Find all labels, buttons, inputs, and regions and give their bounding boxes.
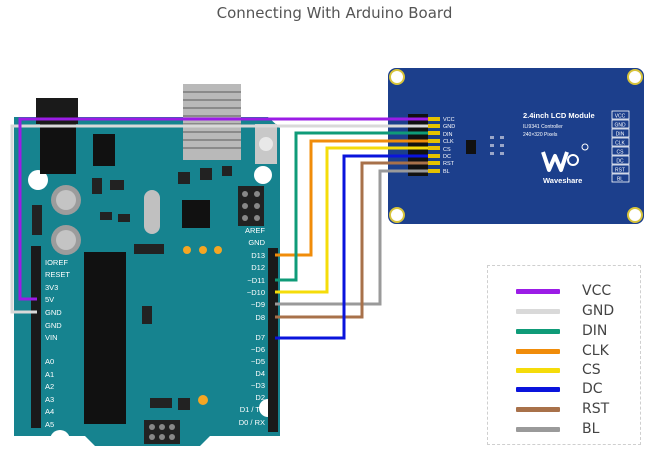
lcd-pin-label-dc: DC xyxy=(616,159,624,165)
legend-item-vcc: VCC xyxy=(516,282,611,300)
legend-swatch-rst xyxy=(516,406,560,412)
wire-cs xyxy=(275,146,428,294)
legend-swatch-dc xyxy=(516,386,560,392)
lcd-pins-left: VCC GND DIN CLK CS DC RST BL xyxy=(443,117,455,175)
arduino-board xyxy=(14,84,280,450)
lcd-pin-label-bl: BL xyxy=(617,177,623,183)
pin-d8: D8 xyxy=(255,313,265,322)
pin-d7: D7 xyxy=(255,333,265,342)
pin-d11: ~D11 xyxy=(247,276,265,285)
lcd-subtitle-controller: ILI9341 Controller xyxy=(523,124,563,130)
legend-item-dc: DC xyxy=(516,380,603,398)
wire-bl xyxy=(275,169,428,306)
pin-a1: A1 xyxy=(45,370,54,379)
pin-vin: VIN xyxy=(45,333,58,342)
legend-label-din: DIN xyxy=(582,323,608,339)
waveshare-logo xyxy=(541,143,589,172)
wire-gnd xyxy=(10,124,428,314)
legend-label-vcc: VCC xyxy=(582,283,612,299)
wire-rst xyxy=(275,161,428,319)
pin-d2: D2 xyxy=(255,393,265,402)
pin-gnd-2: GND xyxy=(45,321,62,330)
pin-aref: AREF xyxy=(245,226,265,235)
legend-label-dc: DC xyxy=(582,381,603,397)
pin-gnd-1: GND xyxy=(45,308,62,317)
lcd-subtitle-pixels: 240×320 Pixels xyxy=(523,132,558,138)
legend-item-clk: CLK xyxy=(516,342,609,360)
pin-d5: ~D5 xyxy=(251,357,265,366)
lcd-pin-rst: RST xyxy=(443,161,455,167)
pin-reset: RESET xyxy=(45,270,70,279)
lcd-pin-dc: DC xyxy=(443,154,451,160)
pin-d4: D4 xyxy=(255,369,265,378)
legend-item-rst: RST xyxy=(516,400,609,418)
pin-a5: A5 xyxy=(45,420,54,429)
lcd-pin-label-gnd: GND xyxy=(614,123,626,129)
legend-item-bl: BL xyxy=(516,420,599,438)
legend-item-din: DIN xyxy=(516,322,607,340)
legend-swatch-cs xyxy=(516,367,560,373)
wires xyxy=(10,117,428,340)
pin-a4: A4 xyxy=(45,407,54,416)
pin-d3: ~D3 xyxy=(251,381,265,390)
legend-swatch-clk xyxy=(516,348,560,354)
legend-label-rst: RST xyxy=(582,401,610,417)
pin-5v: 5V xyxy=(45,295,54,304)
wire-vcc xyxy=(18,117,428,301)
lcd-text: 2.4inch LCD Module ILI9341 Controller 24… xyxy=(523,111,595,185)
pin-d9: ~D9 xyxy=(251,300,265,309)
wire-clk xyxy=(275,139,428,257)
lcd-pin-cs: CS xyxy=(443,147,451,153)
pin-3v3: 3V3 xyxy=(45,283,58,292)
pin-d6: ~D6 xyxy=(251,345,265,354)
lcd-pin-label-rst: RST xyxy=(615,168,625,174)
wire-din xyxy=(275,131,428,282)
legend-label-bl: BL xyxy=(582,421,600,437)
arduino-left-pins: IOREF RESET 3V3 5V GND GND VIN A0 A1 A2 … xyxy=(45,258,70,429)
lcd-pin-label-cs: CS xyxy=(617,150,625,156)
lcd-title: 2.4inch LCD Module xyxy=(523,111,595,120)
diagram-title: Connecting With Arduino Board xyxy=(216,4,453,22)
lcd-module xyxy=(388,68,644,224)
pin-d1-tx: D1 / TX xyxy=(240,405,265,414)
lcd-pin-bl: BL xyxy=(443,169,450,175)
legend-label-clk: CLK xyxy=(582,343,609,359)
legend-item-cs: CS xyxy=(516,361,601,379)
lcd-pin-gnd: GND xyxy=(443,124,455,130)
legend-swatch-vcc xyxy=(516,288,560,294)
legend-label-gnd: GND xyxy=(582,303,615,319)
pin-ioref: IOREF xyxy=(45,258,68,267)
lcd-pin-din: DIN xyxy=(443,132,453,138)
lcd-pin-vcc: VCC xyxy=(443,117,455,123)
pin-d13: D13 xyxy=(251,251,265,260)
lcd-pin-label-vcc: VCC xyxy=(615,114,626,120)
legend-swatch-bl xyxy=(516,426,560,432)
wire-dc xyxy=(275,154,428,340)
legend-item-gnd: GND xyxy=(516,302,614,320)
legend-swatch-din xyxy=(516,328,560,334)
lcd-pins-right: VCC GND DIN CLK CS DC RST BL xyxy=(614,114,626,183)
pin-d12: D12 xyxy=(251,263,265,272)
pin-a2: A2 xyxy=(45,382,54,391)
legend-swatch-gnd xyxy=(516,308,560,314)
legend-label-cs: CS xyxy=(582,362,601,378)
wire-legend: VCC GND DIN CLK CS DC RST BL xyxy=(487,265,641,445)
lcd-brand: Waveshare xyxy=(543,176,582,185)
pin-a0: A0 xyxy=(45,357,54,366)
lcd-pin-clk: CLK xyxy=(443,139,454,145)
lcd-pin-label-din: DIN xyxy=(616,132,625,138)
lcd-pin-label-clk: CLK xyxy=(615,141,625,147)
pin-gnd-right: GND xyxy=(248,238,265,247)
pin-d0-rx: D0 / RX xyxy=(239,418,265,427)
pin-a3: A3 xyxy=(45,395,54,404)
pin-d10: ~D10 xyxy=(247,288,265,297)
arduino-right-pins: AREF GND D13 D12 ~D11 ~D10 ~D9 D8 D7 ~D6… xyxy=(239,226,266,427)
